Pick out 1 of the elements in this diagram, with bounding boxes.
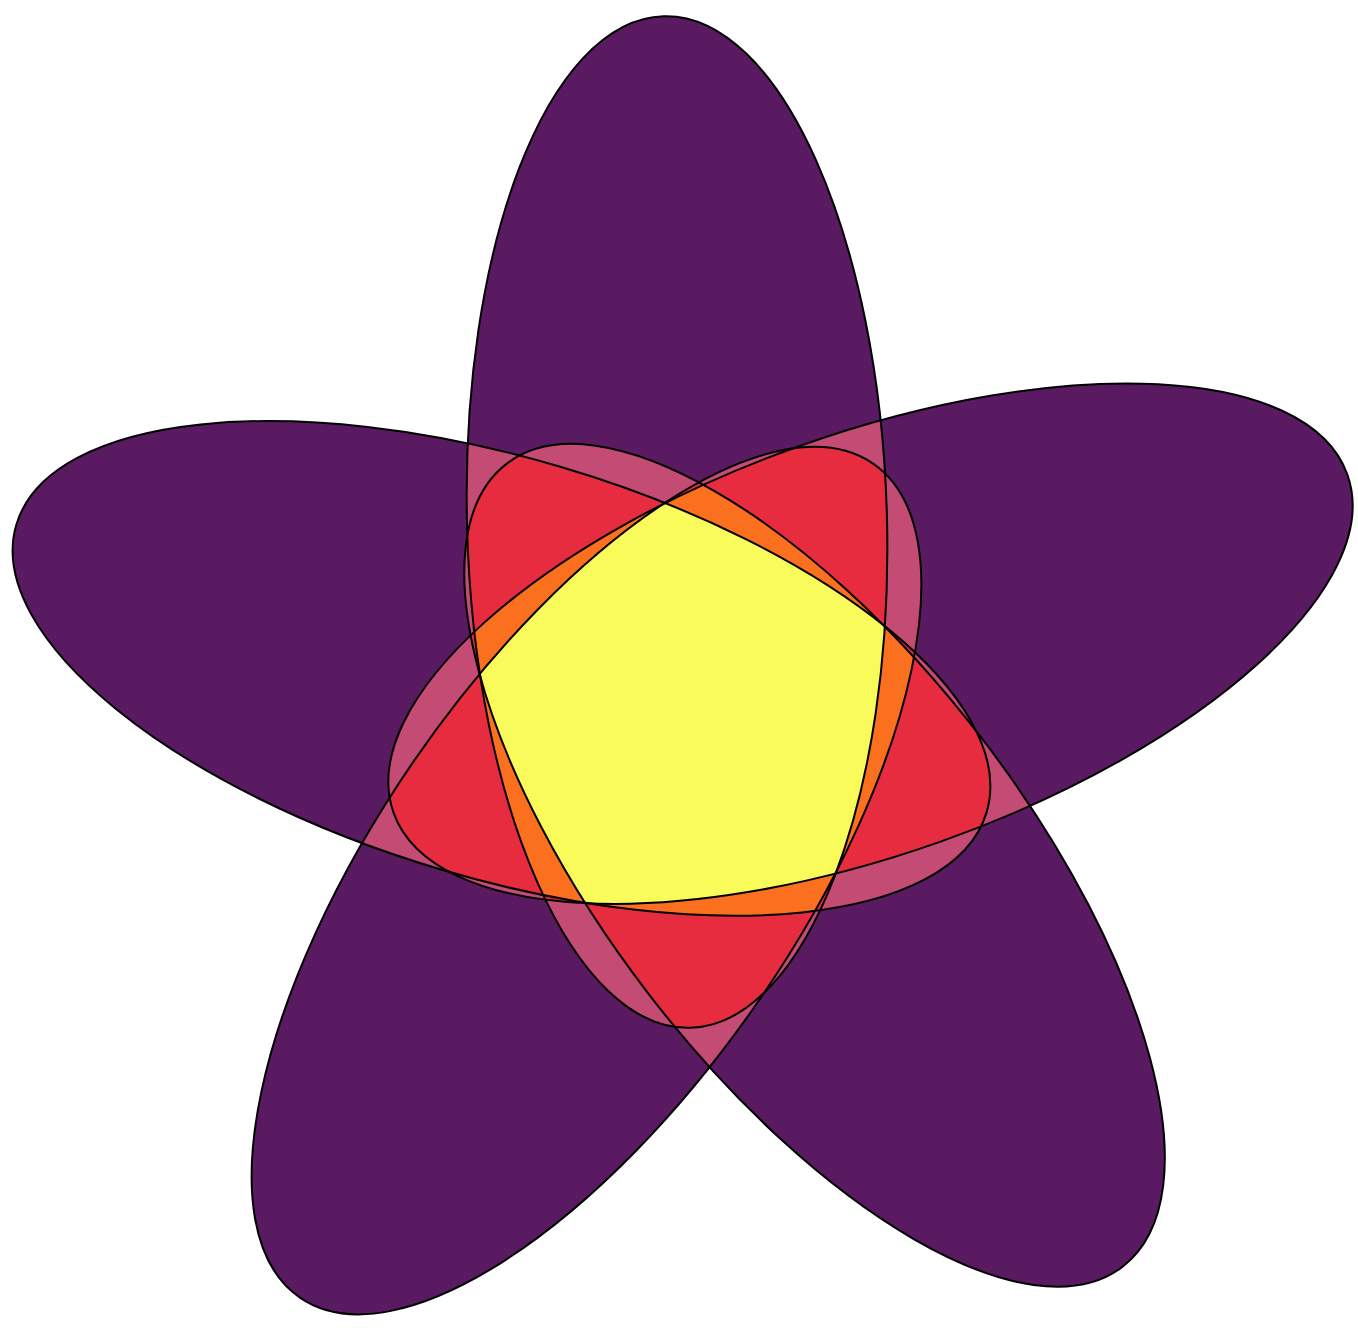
venn-ellipse [466, 15, 888, 1029]
